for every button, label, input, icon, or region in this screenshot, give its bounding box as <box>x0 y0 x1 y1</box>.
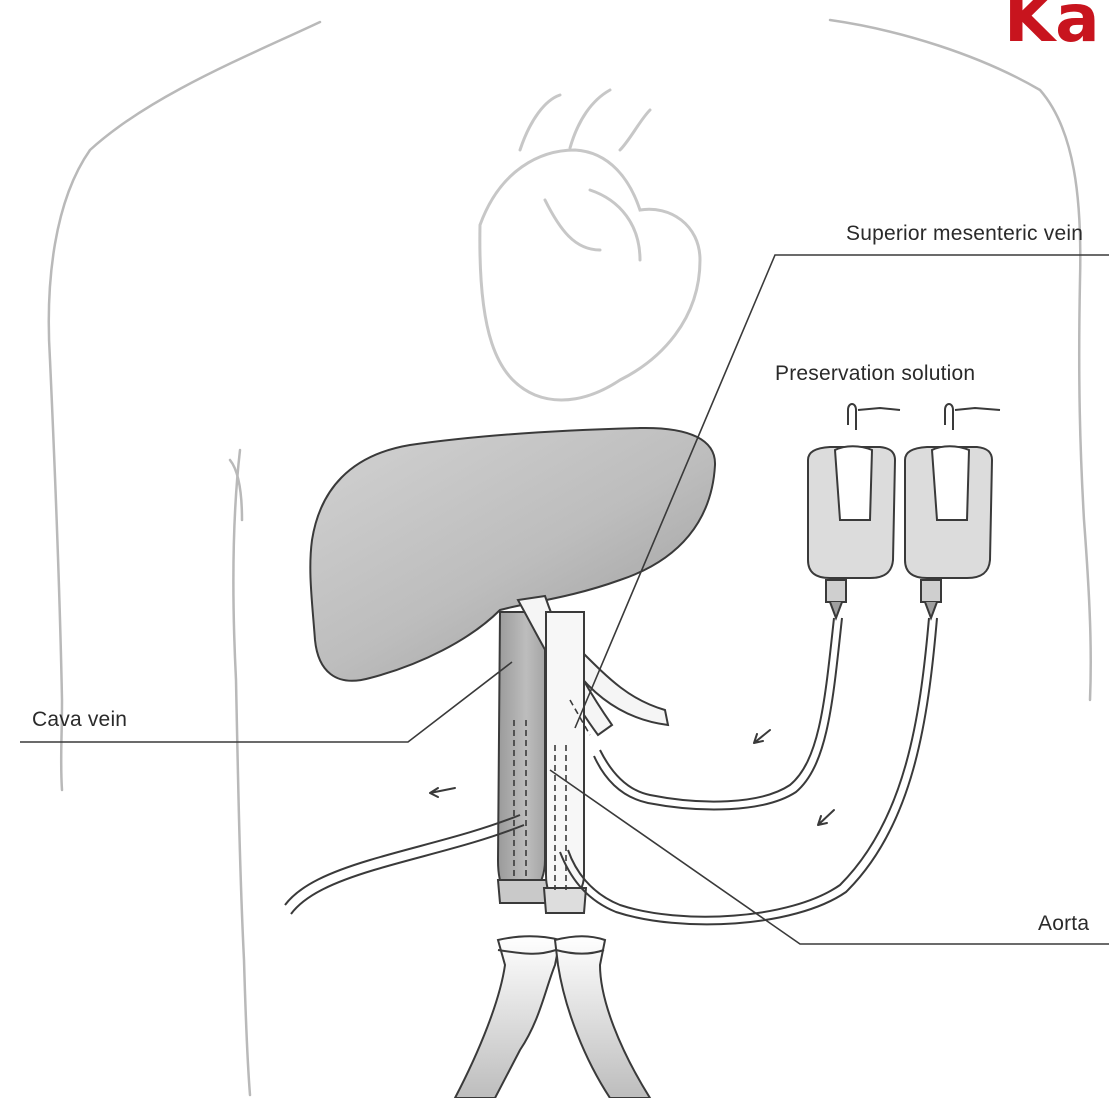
preservation-bag-right <box>905 404 1000 618</box>
corner-title: Ka <box>1004 0 1100 52</box>
preservation-bag-left <box>808 404 900 618</box>
label-aorta: Aorta <box>1038 912 1089 936</box>
label-preservation-solution: Preservation solution <box>775 362 975 386</box>
label-cava-vein: Cava vein <box>32 708 127 732</box>
iliac-vessels <box>455 936 650 1098</box>
cava-vein <box>498 612 545 890</box>
heart-outline <box>480 90 700 400</box>
cava-vein-cuff <box>498 880 548 903</box>
aorta <box>546 612 584 897</box>
label-superior-mesenteric-vein: Superior mesenteric vein <box>846 222 1083 246</box>
aorta-cuff <box>544 888 586 913</box>
flow-arrows <box>430 730 834 825</box>
